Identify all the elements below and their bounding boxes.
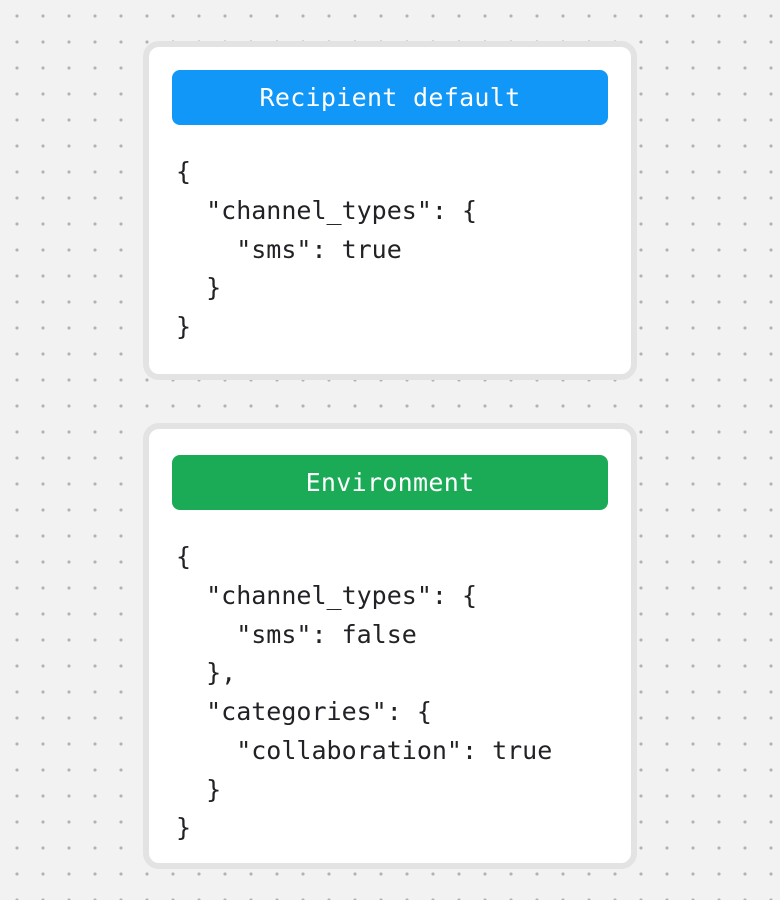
recipient-default-card: Recipient default { "channel_types": { "… [143, 41, 637, 380]
environment-badge: Environment [172, 455, 608, 510]
recipient-default-json-code: { "channel_types": { "sms": true } } [176, 157, 478, 341]
recipient-default-badge: Recipient default [172, 70, 608, 125]
recipient-default-badge-label: Recipient default [259, 83, 521, 112]
environment-badge-label: Environment [305, 468, 475, 497]
environment-json-code: { "channel_types": { "sms": false }, "ca… [176, 542, 553, 843]
environment-card: Environment { "channel_types": { "sms": … [143, 423, 637, 869]
